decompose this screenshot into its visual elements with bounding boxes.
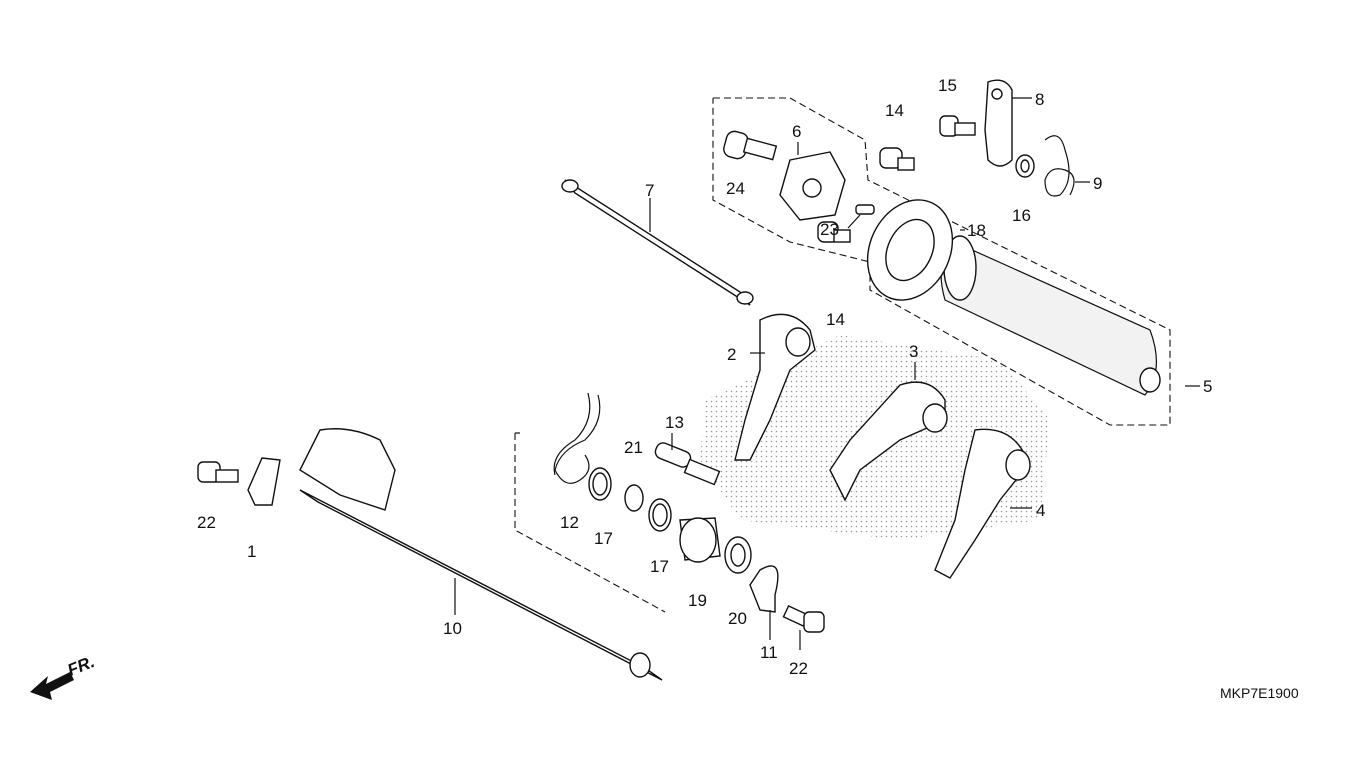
callout-19: 19 [688,591,707,610]
leader-lines [454,97,1200,650]
callout-16: 16 [1012,206,1031,225]
callout-24: 24 [726,179,745,198]
washer-16-part [1015,154,1035,178]
plate-11-part [749,565,779,613]
callout-5: 5 [1203,377,1212,396]
bolt-15-part [939,115,976,137]
callout-7: 7 [645,181,654,200]
callout-6: 6 [792,122,801,141]
bolt-22-right-part [782,604,825,633]
bolt-14-upper-part [879,147,915,171]
shift-fork-3-part [829,381,948,502]
callout-10: 10 [443,619,462,638]
spring-9-part [1044,135,1075,197]
washer-17-upper-part [588,467,612,501]
shift-fork-4-part [934,428,1031,579]
callout-labels: 1 2 3 4 5 6 7 8 9 10 11 12 13 14 14 15 1… [197,76,1212,678]
callout-20: 20 [728,609,747,628]
clip-1-part [247,457,281,506]
callout-11: 11 [760,643,778,662]
pin-bolt-13-part [654,442,721,486]
shift-fork-2-part [734,313,816,461]
bolt-14-lower-part [817,221,851,243]
bolt-22-left-part [197,461,239,483]
callout-17-upper: 17 [594,529,613,548]
callout-8: 8 [1035,90,1044,109]
bearing-part [866,199,954,301]
callout-9: 9 [1093,174,1102,193]
callout-13: 13 [665,413,684,432]
callout-22-left: 22 [197,513,216,532]
drum-center-part [779,151,846,221]
front-direction-label: FR. [65,652,98,680]
callout-4: 4 [1036,501,1045,520]
needle-bearing-part [679,517,721,563]
callout-18: 18 [967,221,986,240]
bolt-24-part [723,130,778,161]
return-spring-part [553,392,601,484]
front-direction-arrow-icon [30,672,74,700]
callout-3: 3 [909,342,918,361]
fork-shaft-part [561,179,754,306]
callout-21: 21 [624,438,643,457]
washer-17-lower-part [648,498,672,532]
callout-14-lower: 14 [826,310,845,329]
callout-15: 15 [938,76,957,95]
callout-1: 1 [247,542,256,561]
assembly-outline-lower [514,432,666,613]
stopper-arm-part [984,79,1013,167]
drawing-code: MKP7E1900 [1220,685,1299,701]
pin-23-part [855,204,875,215]
gearshift-spindle-part [299,428,663,681]
callout-23: 23 [820,220,839,239]
callout-2: 2 [727,345,736,364]
callout-17-lower: 17 [650,557,669,576]
callout-14-upper: 14 [885,101,904,120]
callout-22-right: 22 [789,659,808,678]
circlip-21-part [624,484,644,512]
assembly-outline-upper [712,97,1171,426]
callout-12: 12 [560,513,579,532]
oil-seal-part [724,536,752,574]
